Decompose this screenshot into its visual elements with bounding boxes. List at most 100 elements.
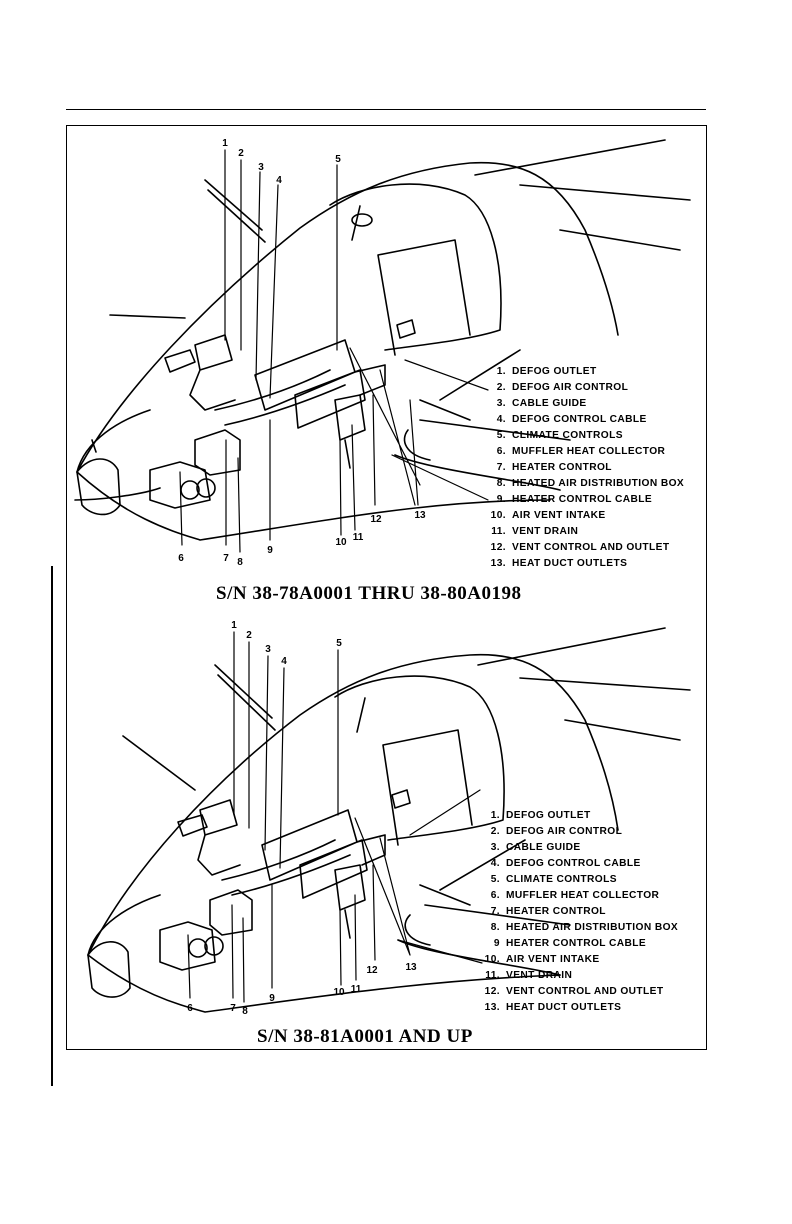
top-fin-lines <box>403 399 471 461</box>
bottom-legend-item: 4.DEFOG CONTROL CABLE <box>490 858 641 869</box>
top-callout-2: 2 <box>238 148 244 159</box>
top-fuselage-outline <box>76 161 619 473</box>
bottom-defog-outlet <box>177 814 208 837</box>
top-legend-item: 12.VENT CONTROL AND OUTLET <box>490 542 670 553</box>
top-callout-1: 1 <box>222 138 228 149</box>
top-roof-vent <box>351 213 373 227</box>
top-distribution-box <box>194 429 241 476</box>
top-callout-4: 4 <box>276 175 282 186</box>
top-callout-8: 8 <box>237 557 243 568</box>
top-wing-root <box>394 349 571 491</box>
bottom-climate-panel <box>261 809 368 899</box>
bottom-heater-box <box>159 921 216 971</box>
bottom-legend-item: 10.AIR VENT INTAKE <box>484 954 600 965</box>
top-legend-item: 5.CLIMATE CONTROLS <box>496 430 623 441</box>
top-legend-item: 6.MUFFLER HEAT COLLECTOR <box>496 446 666 457</box>
top-legend-item: 1.DEFOG OUTLET <box>496 366 597 377</box>
top-canopy-outline <box>329 183 502 351</box>
bottom-spinner <box>87 941 131 998</box>
top-callout-13: 13 <box>414 510 426 521</box>
bottom-callout-5: 5 <box>336 638 342 649</box>
top-nacelle-right <box>474 139 691 251</box>
bottom-canopy-outline <box>334 675 505 841</box>
bottom-wing-root <box>397 839 571 976</box>
bottom-nacelle-right <box>477 627 691 741</box>
top-defog-outlet <box>164 349 196 373</box>
bottom-cable-run <box>221 839 351 896</box>
bottom-callout-3: 3 <box>265 644 271 655</box>
bottom-legend-item: 1.DEFOG OUTLET <box>490 810 591 821</box>
bottom-callout-4: 4 <box>281 656 287 667</box>
figure-frame <box>66 125 707 1050</box>
bottom-cowl-line <box>122 664 276 791</box>
top-panel-right <box>354 364 386 396</box>
bottom-callout-13: 13 <box>405 962 417 973</box>
top-legend-item: 3.CABLE GUIDE <box>496 398 587 409</box>
top-serial-caption: S/N 38-78A0001 THRU 38-80A0198 <box>216 583 522 604</box>
bottom-legend-item: 7.HEATER CONTROL <box>490 906 606 917</box>
top-legend-item: 7.HEATER CONTROL <box>496 462 612 473</box>
bottom-callout-7: 7 <box>230 1003 236 1014</box>
bottom-serial-caption: S/N 38-81A0001 AND UP <box>257 1026 473 1047</box>
bottom-nose-cowl <box>87 894 161 956</box>
bottom-legend-item: 3.CABLE GUIDE <box>490 842 581 853</box>
top-cowl-line <box>91 179 266 453</box>
bottom-legend-item: 12.VENT CONTROL AND OUTLET <box>484 986 664 997</box>
top-canopy-frame <box>351 205 471 356</box>
header-rule <box>66 109 706 110</box>
bottom-fuselage-outline <box>87 653 619 956</box>
bottom-legend-item: 2.DEFOG AIR CONTROL <box>490 826 623 837</box>
top-spinner <box>76 458 121 516</box>
bottom-callout-11: 11 <box>351 984 362 995</box>
bottom-defog-duct <box>197 799 241 876</box>
top-legend-item: 11.VENT DRAIN <box>491 526 579 537</box>
bottom-legend-item: 6.MUFFLER HEAT COLLECTOR <box>490 890 660 901</box>
bottom-canopy-frame <box>356 697 473 846</box>
bottom-callout-8: 8 <box>242 1006 248 1017</box>
bottom-fuselage-lower <box>87 954 561 1013</box>
bottom-callout-10: 10 <box>333 987 345 998</box>
bottom-panel-right <box>356 834 386 866</box>
bottom-legend: 1.DEFOG OUTLET 2.DEFOG AIR CONTROL 3.CAB… <box>478 808 678 1016</box>
bottom-callout-1: 1 <box>231 620 237 631</box>
top-callout-6: 6 <box>178 553 184 564</box>
top-legend-item: 13.HEAT DUCT OUTLETS <box>490 558 628 569</box>
top-cable-run <box>214 369 346 426</box>
bottom-fin-lines <box>404 884 471 946</box>
top-legend-item: 9.HEATER CONTROL CABLE <box>496 494 653 505</box>
top-callout-5: 5 <box>335 154 341 165</box>
top-heater-box <box>149 461 211 509</box>
revision-change-bar <box>51 566 53 1086</box>
bottom-callout-6: 6 <box>187 1003 193 1014</box>
bottom-legend-item: 8.HEATED AIR DISTRIBUTION BOX <box>490 922 679 933</box>
top-callout-12: 12 <box>370 514 382 525</box>
top-legend-item: 8.HEATED AIR DISTRIBUTION BOX <box>496 478 685 489</box>
top-legend-item: 2.DEFOG AIR CONTROL <box>496 382 629 393</box>
top-fuselage-lower <box>76 471 551 541</box>
top-vent-unit <box>334 394 366 469</box>
top-leader-lines <box>179 149 489 553</box>
top-callout-7: 7 <box>223 553 229 564</box>
bottom-callout-12: 12 <box>366 965 378 976</box>
bottom-vent-unit <box>334 864 366 939</box>
bottom-legend-item: 13.HEAT DUCT OUTLETS <box>484 1002 622 1013</box>
bottom-legend-item: 5.CLIMATE CONTROLS <box>490 874 617 885</box>
top-callout-11: 11 <box>353 532 364 543</box>
bottom-leader-lines <box>187 631 483 1003</box>
top-legend: 1.DEFOG OUTLET 2.DEFOG AIR CONTROL 3.CAB… <box>484 364 684 572</box>
bottom-callout-2: 2 <box>246 630 252 641</box>
bottom-heat-collector-port <box>188 938 208 958</box>
bottom-callout-9: 9 <box>269 993 275 1004</box>
bottom-distribution-box <box>209 889 253 936</box>
top-side-window <box>396 319 416 339</box>
top-legend-item: 4.DEFOG CONTROL CABLE <box>496 414 647 425</box>
top-callout-3: 3 <box>258 162 264 173</box>
bottom-side-window <box>391 789 411 809</box>
top-callout-9: 9 <box>267 545 273 556</box>
top-callout-10: 10 <box>335 537 347 548</box>
bottom-legend-item: 11.VENT DRAIN <box>485 970 573 981</box>
top-defog-duct <box>189 334 236 411</box>
